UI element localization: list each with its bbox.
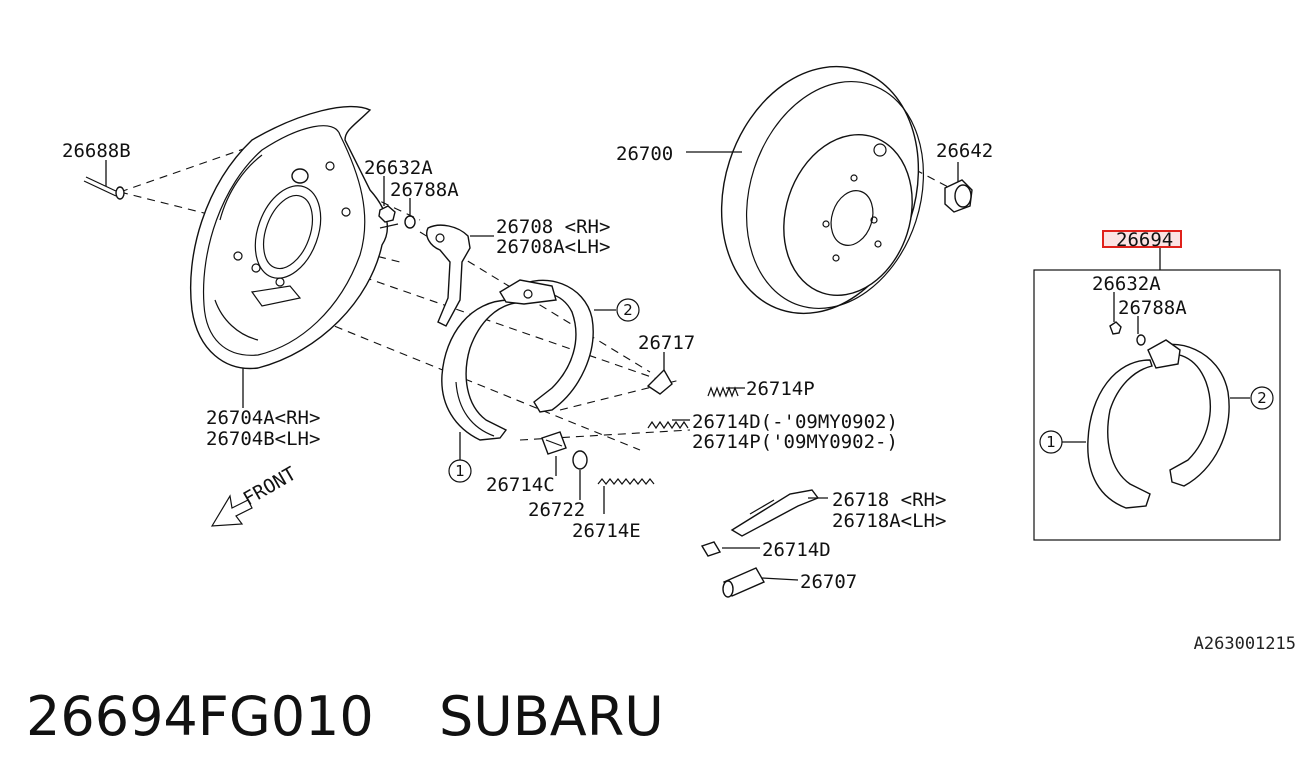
parking-lever-part (426, 224, 471, 327)
part-label-backplate-rh[interactable]: 26704A<RH> (206, 407, 320, 429)
callout-circle (1039, 430, 1063, 454)
callout-label: 1 (1046, 433, 1056, 451)
spring-p-part (707, 386, 739, 398)
leader-lines (105, 151, 1250, 581)
callout-label: 2 (1257, 389, 1267, 407)
backing-plate-part (189, 105, 399, 370)
part-label-clip[interactable]: 26714D (762, 539, 831, 561)
part-label-spring-p[interactable]: 26714P (746, 378, 815, 400)
adjuster-part (722, 567, 765, 598)
part-label-backplate-lh[interactable]: 26704B<LH> (206, 428, 320, 450)
callout-circle (1250, 386, 1274, 410)
callout-label: 2 (623, 301, 633, 319)
part-label-pin[interactable]: 26717 (638, 332, 695, 354)
part-number: 26694FG010 (26, 685, 374, 748)
part-label-cup[interactable]: 26722 (528, 499, 585, 521)
clip-part (700, 541, 722, 557)
callout-circle (448, 459, 472, 483)
front-label: FRONT (240, 463, 301, 511)
hold-pin-part (646, 368, 673, 395)
part-label-strut-rh[interactable]: 26718 <RH> (832, 489, 946, 511)
disc-rotor-part (720, 65, 925, 315)
part-label-spring-c[interactable]: 26714C (486, 474, 555, 496)
brake-shoe-left-part (441, 299, 517, 441)
part-label-plug[interactable]: 26642 (936, 140, 993, 162)
part-label-strut-lh[interactable]: 26718A<LH> (832, 510, 946, 532)
part-label-washer[interactable]: 26788A (390, 179, 459, 201)
kit-box (1033, 248, 1281, 541)
part-label-lever-rh[interactable]: 26708 <RH> (496, 216, 610, 238)
part-label-lever-lh[interactable]: 26708A<LH> (496, 236, 610, 258)
spring-c-part (541, 431, 567, 455)
spring-e-part (597, 478, 655, 485)
strut-part (730, 489, 820, 537)
part-label-spring-d-new[interactable]: 26714P('09MY0902-) (692, 431, 898, 453)
part-label-spring-e[interactable]: 26714E (572, 520, 641, 542)
part-label-rotor[interactable]: 26700 (616, 143, 673, 165)
part-label-bolt[interactable]: 26688B (62, 140, 131, 162)
cup-part (572, 450, 588, 470)
part-label-kit-washer[interactable]: 26788A (1118, 297, 1187, 319)
part-label-spring-d-old[interactable]: 26714D(-'09MY0902) (692, 411, 898, 433)
part-label-adjuster[interactable]: 26707 (800, 571, 857, 593)
bolt-part (83, 176, 125, 200)
diagram-reference-code: A263001215 (1193, 634, 1296, 654)
front-arrow-icon (210, 494, 253, 527)
part-label-nut[interactable]: 26632A (364, 157, 433, 179)
callout-circle (616, 298, 640, 322)
part-label-kit[interactable]: 26694 (1116, 229, 1173, 251)
kit-label-highlight (1102, 230, 1182, 248)
brand-name: SUBARU (438, 685, 664, 748)
footer: 26694FG010 SUBARU (26, 682, 712, 752)
plug-part (944, 179, 973, 213)
spring-d-part (647, 420, 689, 430)
part-label-kit-nut[interactable]: 26632A (1092, 273, 1161, 295)
callout-label: 1 (455, 462, 465, 480)
brake-shoe-right-part (499, 279, 594, 413)
